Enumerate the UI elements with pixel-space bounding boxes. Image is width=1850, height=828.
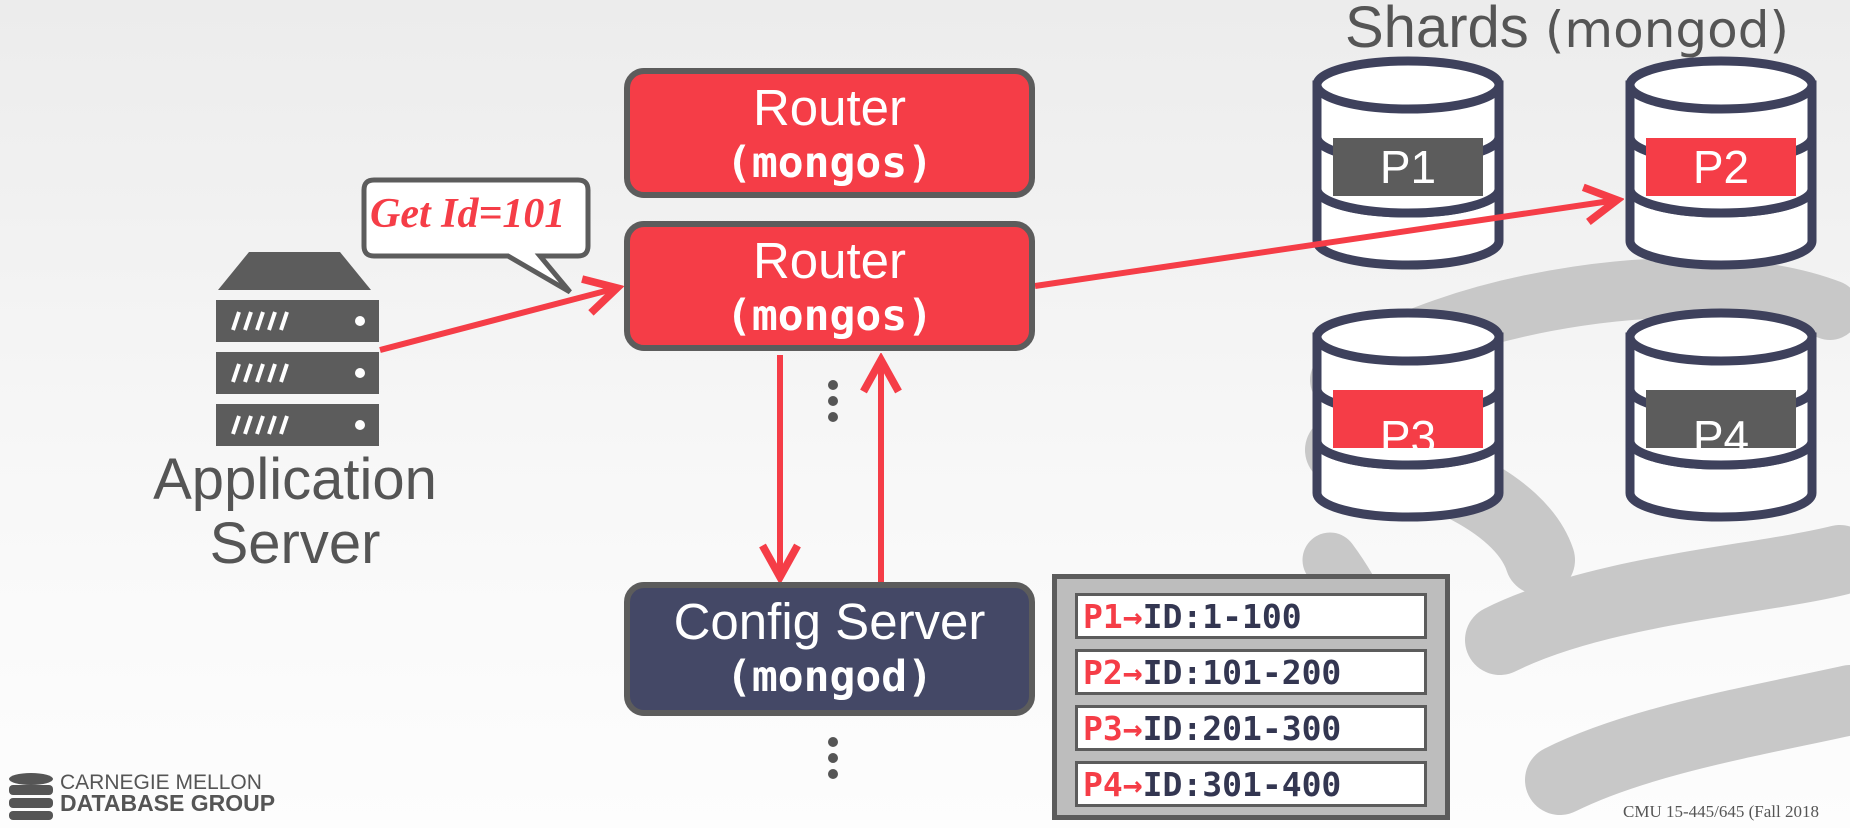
config-server-title: Config Server <box>673 593 986 650</box>
application-server-label: Application Server <box>153 447 437 576</box>
partition-label-p2: P2 <box>1692 141 1750 193</box>
partition-plate-p1 <box>1333 138 1483 196</box>
app-to-router-arrow <box>379 288 617 353</box>
partition-plate-p2 <box>1646 138 1796 196</box>
partition-plate-p4 <box>1646 390 1796 448</box>
partition-plate-p3 <box>1333 390 1483 448</box>
router-1-subtitle: (mongos) <box>725 138 934 188</box>
shards-title: Shards (mongod) <box>1345 0 1789 60</box>
router-to-shard-p2-arrow <box>1034 200 1617 289</box>
database-cylinder-p4-icon <box>1625 308 1817 522</box>
routing-table-row: P2→ID:101-200 <box>1075 649 1427 695</box>
database-cylinder-p1-icon <box>1312 56 1504 270</box>
routing-table-row: P3→ID:201-300 <box>1075 705 1427 751</box>
routing-table-row: P1→ID:1-100 <box>1075 593 1427 639</box>
cmu-db-logo-icon <box>9 773 53 820</box>
router-2-subtitle: (mongos) <box>725 291 934 341</box>
partition-label-p1: P1 <box>1379 141 1437 193</box>
config-ellipsis <box>828 737 838 779</box>
database-cylinder-p2-icon <box>1625 56 1817 270</box>
partition-label-p4: P4 <box>1692 411 1750 463</box>
router-ellipsis <box>828 380 838 422</box>
partition-label-p3: P3 <box>1379 411 1437 463</box>
routing-table-row: P4→ID:301-400 <box>1075 761 1427 807</box>
router-1-title: Router <box>752 79 907 136</box>
footer-course-text: CMU 15-445/645 (Fall 2018 <box>1623 802 1819 821</box>
config-server-subtitle: (mongod) <box>725 652 934 702</box>
router-2-title: Router <box>752 232 907 289</box>
config-server-box: Config Server (mongod) <box>624 582 1035 716</box>
server-icon <box>216 252 379 446</box>
query-bubble-text: Get Id=101 <box>370 191 566 237</box>
database-cylinder-p3-icon <box>1312 308 1504 522</box>
router-box-2: Router (mongos) <box>624 221 1035 351</box>
router-box-1: Router (mongos) <box>624 68 1035 198</box>
cmu-db-logo-text: CARNEGIE MELLON DATABASE GROUP <box>60 771 276 816</box>
speech-bubble <box>361 177 591 295</box>
routing-table: P1→ID:1-100 P2→ID:101-200 P3→ID:201-300 … <box>1052 574 1450 820</box>
